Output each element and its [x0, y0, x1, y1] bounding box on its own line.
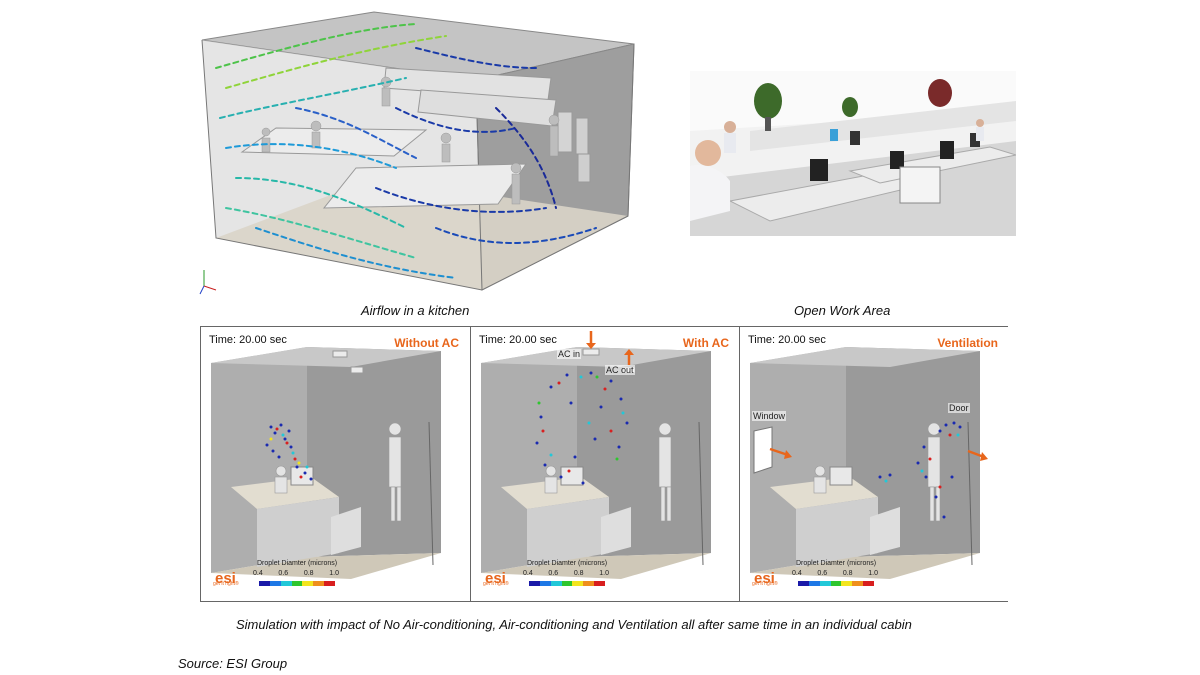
- legend-color-swatch: [583, 581, 595, 586]
- ac-out-label: AC out: [605, 365, 635, 375]
- legend-color-swatch: [561, 581, 573, 586]
- legend-tick: 1.0: [599, 570, 609, 577]
- panel-title: Without AC: [394, 336, 459, 350]
- esi-logo: esi: [485, 570, 506, 587]
- cabin-render-ventilation: esi: [750, 347, 988, 587]
- legend-color-swatch: [324, 581, 336, 586]
- legend-color-bar: [259, 581, 336, 586]
- legend-color-swatch: [852, 581, 864, 586]
- legend-tick: 0.4: [253, 570, 263, 577]
- window-label: Window: [752, 411, 787, 421]
- legend-color-swatch: [302, 581, 314, 586]
- legend-color-swatch: [798, 581, 809, 586]
- panel-with-ac: esi Time: 20.00 sec With AC AC in AC out…: [470, 327, 739, 601]
- esi-slogan: get it right®: [483, 581, 509, 587]
- legend-tick: 0.6: [548, 570, 559, 577]
- legend-color-swatch: [863, 581, 875, 586]
- legend-color-swatch: [313, 581, 325, 586]
- open-work-area-image: [690, 71, 1017, 236]
- esi-slogan: get it right®: [213, 581, 239, 587]
- legend-color-bar: [798, 581, 875, 586]
- legend-ticks: 0.4 0.6 0.8 1.0: [523, 570, 609, 577]
- legend-tick: 0.8: [573, 570, 584, 577]
- legend-title: Droplet Diamter (microns): [257, 560, 338, 567]
- ac-in-label: AC in: [557, 349, 582, 359]
- esi-logo: esi: [215, 570, 236, 587]
- legend-tick: 0.4: [523, 570, 533, 577]
- legend-title: Droplet Diamter (microns): [527, 560, 608, 567]
- legend-color-swatch: [819, 581, 831, 586]
- kitchen-airflow-image: [196, 8, 648, 298]
- legend-color-swatch: [291, 581, 303, 586]
- office-caption: Open Work Area: [794, 303, 891, 318]
- simulation-panels: esi Time: 20.00 sec Without AC get it ri…: [200, 326, 1008, 602]
- legend-color-swatch: [280, 581, 292, 586]
- legend-color-swatch: [550, 581, 562, 586]
- legend-color-swatch: [830, 581, 842, 586]
- source-caption: Source: ESI Group: [178, 656, 288, 671]
- panel-without-ac: esi Time: 20.00 sec Without AC get it ri…: [201, 327, 469, 601]
- panel-title: With AC: [682, 336, 729, 350]
- legend-color-swatch: [808, 581, 820, 586]
- legend-ticks: 0.4 0.6 0.8 1.0: [253, 570, 339, 577]
- legend-tick: 0.4: [792, 570, 802, 577]
- legend-color-swatch: [539, 581, 551, 586]
- legend-color-swatch: [572, 581, 584, 586]
- kitchen-caption: Airflow in a kitchen: [361, 303, 470, 318]
- door-label: Door: [948, 403, 970, 413]
- cabin-render-with-ac: esi: [481, 331, 711, 587]
- legend-tick: 0.8: [842, 570, 853, 577]
- legend-color-swatch: [594, 581, 606, 586]
- legend-tick: 0.6: [278, 570, 289, 577]
- cabin-render-without-ac: esi: [211, 347, 441, 587]
- kitchen-airflow-render: [199, 11, 635, 295]
- time-label: Time: 20.00 sec: [479, 334, 557, 346]
- legend-ticks: 0.4 0.6 0.8 1.0: [792, 570, 878, 577]
- open-work-area-render: [690, 71, 1017, 236]
- legend-color-bar: [529, 581, 606, 586]
- legend-tick: 1.0: [868, 570, 878, 577]
- time-label: Time: 20.00 sec: [209, 334, 287, 346]
- panel-ventilation: esi Time: 20.00 sec Ventilation Window D…: [739, 327, 1008, 601]
- esi-logo: esi: [754, 570, 775, 587]
- legend-tick: 0.6: [817, 570, 828, 577]
- legend-color-swatch: [259, 581, 270, 586]
- panel-title: Ventilation: [937, 336, 998, 350]
- simulation-caption: Simulation with impact of No Air-conditi…: [236, 617, 912, 632]
- legend-tick: 1.0: [329, 570, 339, 577]
- time-label: Time: 20.00 sec: [748, 334, 826, 346]
- esi-slogan: get it right®: [752, 581, 778, 587]
- legend-color-swatch: [529, 581, 540, 586]
- legend-color-swatch: [841, 581, 853, 586]
- legend-title: Droplet Diamter (microns): [796, 560, 877, 567]
- legend-tick: 0.8: [303, 570, 314, 577]
- legend-color-swatch: [269, 581, 281, 586]
